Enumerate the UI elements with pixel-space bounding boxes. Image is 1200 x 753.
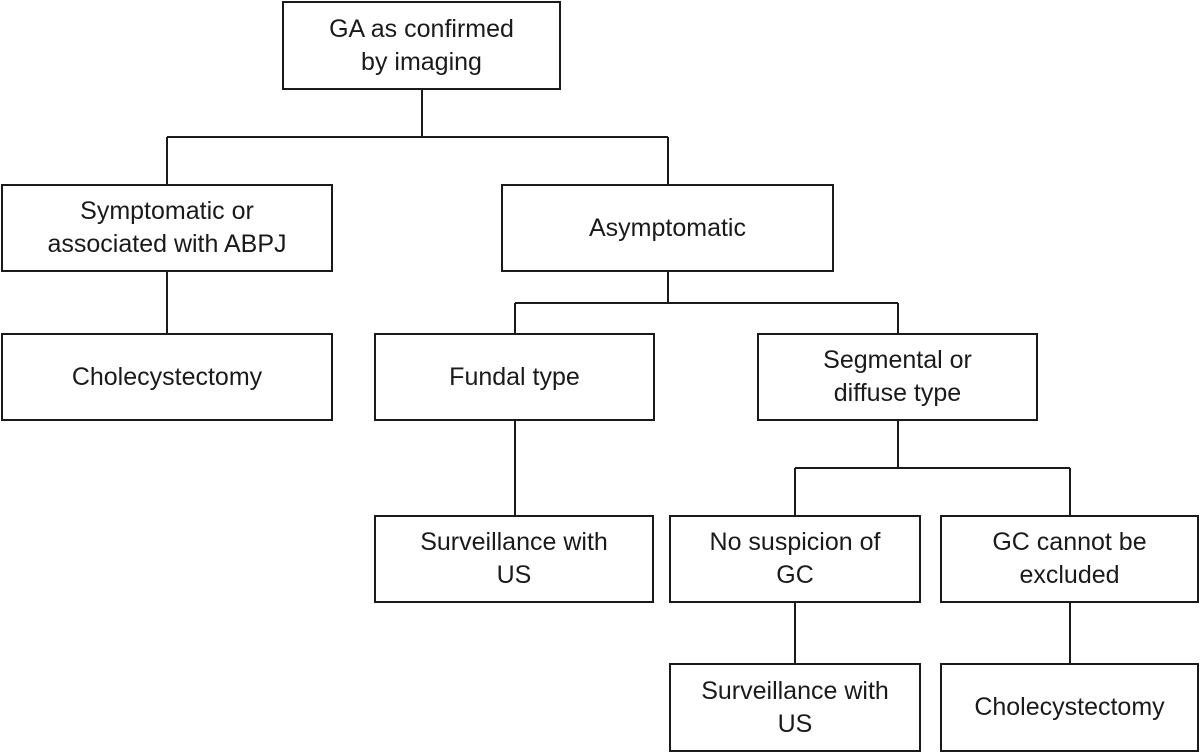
node-fundal-type: Fundal type [374,333,655,421]
node-symptomatic: Symptomatic or associated with ABPJ [1,184,333,272]
node-cholecystectomy-right-label: Cholecystectomy [974,693,1165,721]
node-no-suspicion-gc-line2: GC [776,561,814,589]
node-no-suspicion-gc-line1: No suspicion of [709,528,881,556]
node-cholecystectomy-left-label: Cholecystectomy [71,362,263,391]
node-asymptomatic: Asymptomatic [501,184,834,272]
node-ga-confirmed-line2: by imaging [361,47,482,76]
node-segmental-type: Segmental or diffuse type [757,333,1038,421]
node-ga-confirmed: GA as confirmed by imaging [282,1,561,90]
node-surveillance-fundal-line1: Surveillance with [420,528,608,556]
node-surveillance-fundal-line2: US [496,561,532,589]
node-surveillance-segmental-line2: US [777,709,813,738]
node-asymptomatic-label: Asymptomatic [589,213,746,242]
node-gc-not-excluded-line1: GC cannot be [992,528,1147,556]
node-cholecystectomy-left: Cholecystectomy [1,333,333,421]
node-surveillance-fundal: Surveillance with US [374,515,654,603]
node-surveillance-segmental-line1: Surveillance with [701,676,889,705]
node-symptomatic-line1: Symptomatic or [80,197,254,225]
node-gc-not-excluded: GC cannot be excluded [940,515,1199,603]
node-segmental-type-line2: diffuse type [833,379,962,407]
node-segmental-type-line1: Segmental or [823,346,972,374]
node-cholecystectomy-right: Cholecystectomy [940,663,1199,752]
node-ga-confirmed-line1: GA as confirmed [329,14,514,43]
node-surveillance-segmental: Surveillance with US [669,663,921,752]
node-fundal-type-label: Fundal type [449,362,580,391]
node-symptomatic-line2: associated with ABPJ [47,230,287,258]
node-gc-not-excluded-line2: excluded [1019,561,1120,589]
node-no-suspicion-gc: No suspicion of GC [669,515,921,603]
